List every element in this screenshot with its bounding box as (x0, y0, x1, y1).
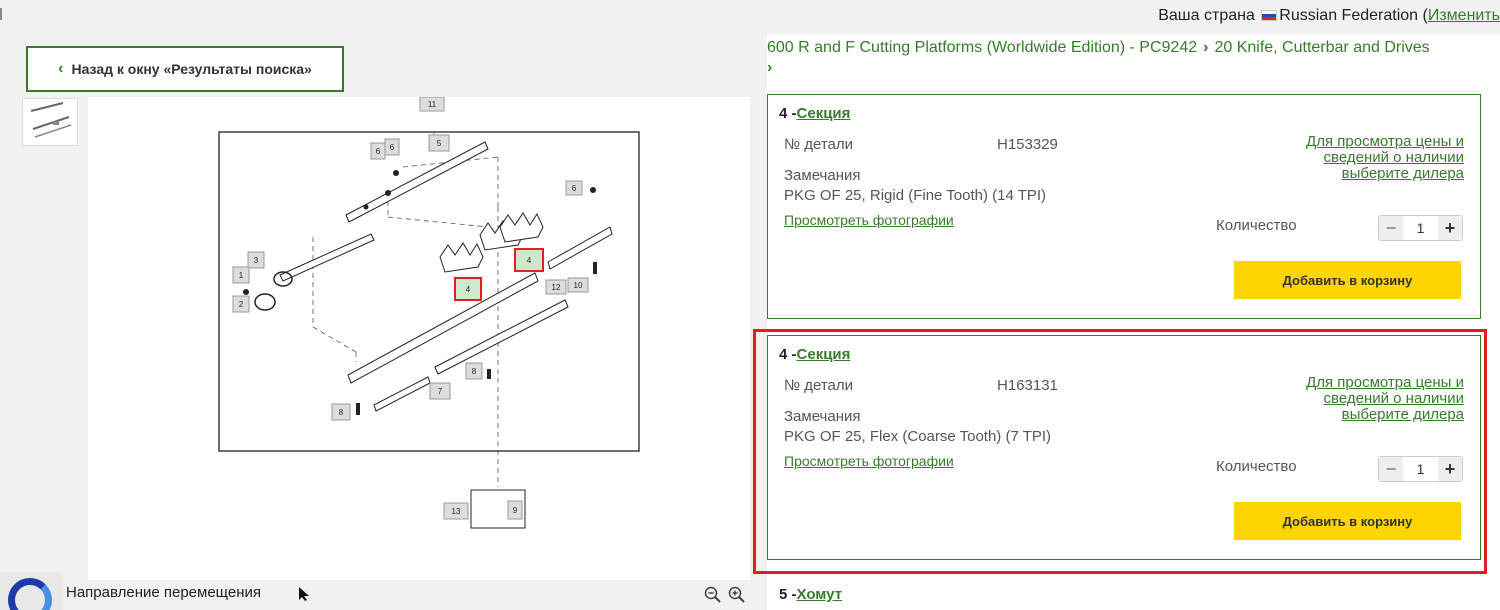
next-part-title: 5 -Хомут (779, 586, 842, 603)
cursor-icon (298, 586, 312, 607)
part-name-link[interactable]: Секция (796, 105, 851, 122)
callout: 10 (574, 281, 583, 290)
part-card: 4 -Секция № детали H163131 Замечания PKG… (767, 335, 1481, 560)
part-number-prefix: 4 - (779, 346, 797, 363)
notes-value: PKG OF 25, Flex (Coarse Tooth) (7 TPI) (784, 428, 1052, 445)
notes-value: PKG OF 25, Rigid (Fine Tooth) (14 TPI) (784, 187, 1047, 204)
plus-icon[interactable]: + (1438, 457, 1462, 481)
part-title: 4 -Секция (779, 346, 850, 363)
chevron-right-icon: › (1203, 39, 1209, 56)
zoom-out-icon[interactable] (704, 586, 722, 609)
callout-highlighted[interactable]: 4 (527, 256, 532, 265)
callout: 5 (437, 139, 442, 148)
callout: 6 (572, 184, 577, 193)
country-label: Ваша страна (1158, 7, 1255, 24)
plus-icon[interactable]: + (1438, 216, 1462, 240)
part-no-label: № детали (784, 136, 854, 153)
callout: 2 (239, 300, 244, 309)
part-name-link[interactable]: Секция (796, 346, 851, 363)
recaptcha-badge[interactable] (0, 572, 62, 610)
quantity-label: Количество (1216, 458, 1297, 475)
quantity-stepper: − + (1378, 456, 1463, 482)
back-button-label: Назад к окну «Результаты поиска» (71, 61, 312, 77)
callout: 8 (472, 367, 477, 376)
callout: 6 (390, 143, 395, 152)
part-title: 4 -Секция (779, 105, 850, 122)
quantity-stepper: − + (1378, 215, 1463, 241)
breadcrumb-item-section[interactable]: 20 Knife, Cutterbar and Drives (1214, 39, 1430, 56)
breadcrumb-item-platform[interactable]: 600 R and F Cutting Platforms (Worldwide… (767, 39, 1198, 56)
minus-icon[interactable]: − (1379, 457, 1403, 481)
callout: 1 (239, 271, 244, 280)
callout: 13 (452, 507, 461, 516)
callout-highlighted[interactable]: 4 (466, 285, 471, 294)
change-country-link[interactable]: Изменить (1427, 7, 1500, 24)
part-name-link[interactable]: Хомут (796, 586, 843, 603)
view-photos-link[interactable]: Просмотреть фотографии (784, 212, 954, 228)
part-no-value: H153329 (997, 136, 1058, 153)
callout: 6 (376, 147, 381, 156)
callout: 12 (552, 283, 561, 292)
select-dealer-link[interactable]: Для просмотра цены и сведений о наличии … (1306, 133, 1464, 182)
select-dealer-link[interactable]: Для просмотра цены и сведений о наличии … (1306, 374, 1464, 423)
add-to-cart-button[interactable]: Добавить в корзину (1234, 261, 1461, 299)
edge-tick (0, 8, 2, 20)
minus-icon[interactable]: − (1379, 216, 1403, 240)
zoom-in-icon[interactable] (728, 586, 746, 609)
part-card: 4 -Секция № детали H153329 Замечания PKG… (767, 94, 1481, 319)
add-to-cart-button[interactable]: Добавить в корзину (1234, 502, 1461, 540)
callout: 11 (428, 100, 437, 109)
callout: 9 (513, 506, 518, 515)
breadcrumb: 600 R and F Cutting Platforms (Worldwide… (767, 38, 1487, 78)
part-number-prefix: 4 - (779, 105, 797, 122)
notes-label: Замечания (784, 408, 861, 425)
chevron-right-icon: › (767, 59, 773, 76)
selected-card-highlight (753, 329, 1487, 574)
quantity-input[interactable] (1403, 216, 1438, 240)
top-bar: Ваша страна Russian Federation (Изменить (0, 0, 1500, 34)
callout: 3 (254, 256, 259, 265)
parts-diagram[interactable]: 11 5 6 6 6 3 1 2 4 4 12 10 8 7 8 13 9 (88, 96, 750, 580)
part-no-value: H163131 (997, 377, 1058, 394)
russia-flag-icon (1261, 10, 1278, 21)
diagram-thumbnail[interactable] (22, 98, 78, 146)
country-selector: Ваша страна Russian Federation (Изменить (1158, 7, 1500, 24)
part-no-label: № детали (784, 377, 854, 394)
chevron-left-icon: ‹ (58, 60, 64, 77)
part-number-prefix: 5 - (779, 586, 797, 603)
back-to-results-button[interactable]: ‹ Назад к окну «Результаты поиска» (26, 46, 344, 92)
view-photos-link[interactable]: Просмотреть фотографии (784, 453, 954, 469)
quantity-label: Количество (1216, 217, 1297, 234)
callout: 8 (339, 408, 344, 417)
country-name: Russian Federation (1279, 7, 1419, 24)
callout: 7 (438, 387, 443, 396)
navigation-direction-label: Направление перемещения (66, 584, 261, 601)
quantity-input[interactable] (1403, 457, 1438, 481)
notes-label: Замечания (784, 167, 861, 184)
